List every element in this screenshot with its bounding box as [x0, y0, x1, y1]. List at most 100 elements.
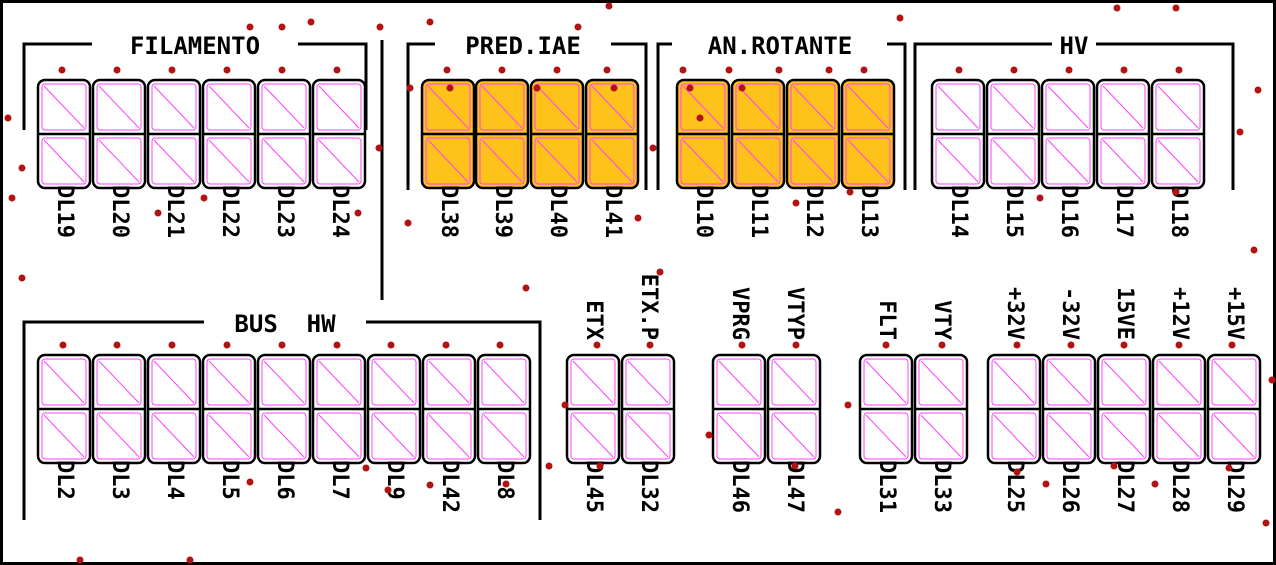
- led-dl16: DL16: [1040, 78, 1096, 238]
- noise-dot: [725, 66, 733, 74]
- led-lower-cell: [206, 137, 252, 185]
- noise-dot: [1065, 66, 1073, 74]
- led-upper-cell: [716, 358, 762, 406]
- led-lower-cell: [96, 137, 142, 185]
- noise-dot: [679, 66, 687, 74]
- signal-label-dl31-wrap: FLT: [874, 300, 899, 340]
- led-label-dl5: DL5: [217, 460, 242, 500]
- noise-dot: [553, 66, 561, 74]
- led-upper-cell: [479, 83, 525, 131]
- led-upper-cell: [625, 358, 671, 406]
- noise-dot: [443, 66, 451, 74]
- noise-dot: [1120, 66, 1128, 74]
- led-upper-cell: [1155, 83, 1201, 131]
- led-label-dl31: DL31: [874, 460, 899, 513]
- noise-dot: [376, 23, 384, 31]
- led-dl23: DL23: [256, 78, 312, 238]
- noise-dot: [426, 18, 434, 26]
- frame-hv: [913, 42, 1235, 190]
- led-dl38: DL38: [420, 78, 476, 238]
- led-upper-cell: [481, 358, 527, 406]
- noise-dot: [18, 274, 26, 282]
- led-upper-cell: [261, 358, 307, 406]
- led-label-dl8-wrap: DL8: [492, 460, 517, 500]
- led-upper-cell: [41, 358, 87, 406]
- noise-dot: [1175, 66, 1183, 74]
- noise-dot: [846, 188, 854, 196]
- noise-dot: [605, 2, 613, 10]
- led-dl7: DL7: [311, 353, 367, 500]
- led-label-dl38-wrap: DL38: [436, 185, 461, 238]
- led-lower-cell: [625, 412, 671, 460]
- led-upper-cell: [990, 83, 1036, 131]
- led-lower-cell: [570, 412, 616, 460]
- noise-dot: [333, 341, 341, 349]
- led-upper-cell: [425, 83, 471, 131]
- led-label-dl40-wrap: DL40: [545, 185, 570, 238]
- noise-dot: [168, 66, 176, 74]
- led-label-dl24-wrap: DL24: [327, 185, 352, 238]
- noise-dot: [1236, 128, 1244, 136]
- noise-dots: [4, 2, 1276, 564]
- noise-dot: [1151, 480, 1159, 488]
- led-dl31: DL31 FLT: [858, 300, 914, 513]
- led-lower-cell: [918, 412, 964, 460]
- led-label-dl10: DL10: [691, 185, 716, 238]
- noise-dot: [442, 341, 450, 349]
- led-lower-cell: [790, 137, 836, 185]
- led-label-dl7-wrap: DL7: [327, 460, 352, 500]
- led-upper-cell: [863, 358, 909, 406]
- led-upper-cell: [1046, 358, 1092, 406]
- led-label-dl32: DL32: [636, 460, 661, 513]
- noise-dot: [168, 341, 176, 349]
- signal-label-dl47-wrap: VTYP: [782, 287, 807, 340]
- led-label-dl9: DL9: [382, 460, 407, 500]
- led-dl17: DL17: [1095, 78, 1151, 238]
- led-upper-cell: [151, 358, 197, 406]
- led-lower-cell: [479, 137, 525, 185]
- led-lower-cell: [1156, 412, 1202, 460]
- led-dl13: DL13: [840, 78, 896, 238]
- noise-dot: [634, 214, 642, 222]
- led-label-dl11-wrap: DL11: [746, 185, 771, 238]
- led-dl15: DL15: [985, 78, 1041, 238]
- led-upper-cell: [96, 83, 142, 131]
- led-upper-cell: [935, 83, 981, 131]
- led-dl24: DL24: [311, 78, 367, 238]
- led-dl10: DL10: [675, 78, 731, 238]
- noise-dot: [246, 23, 254, 31]
- led-dl2: DL2: [36, 353, 92, 500]
- led-dl4: DL4: [146, 353, 202, 500]
- noise-dot: [186, 556, 194, 564]
- led-label-dl5-wrap: DL5: [217, 460, 242, 500]
- led-upper-cell: [589, 83, 635, 131]
- led-label-dl40: DL40: [545, 185, 570, 238]
- noise-dot: [825, 66, 833, 74]
- led-lower-cell: [41, 137, 87, 185]
- noise-dot: [522, 284, 530, 292]
- led-upper-cell: [41, 83, 87, 131]
- signal-label-dl46-wrap: VPRG: [727, 287, 752, 340]
- led-dl21: DL21: [146, 78, 202, 238]
- noise-dot: [4, 114, 12, 122]
- led-lower-cell: [481, 412, 527, 460]
- led-label-dl16: DL16: [1056, 185, 1081, 238]
- noise-dot: [496, 341, 504, 349]
- led-label-dl33: DL33: [929, 460, 954, 513]
- led-label-dl22: DL22: [217, 185, 242, 238]
- led-lower-cell: [261, 412, 307, 460]
- led-label-dl26: DL26: [1057, 460, 1082, 513]
- led-dl20: DL20: [91, 78, 147, 238]
- led-lower-cell: [425, 137, 471, 185]
- noise-dot: [18, 164, 26, 172]
- noise-dot: [656, 268, 664, 276]
- led-label-dl2: DL2: [52, 460, 77, 500]
- led-label-dl20: DL20: [107, 185, 132, 238]
- noise-dot: [200, 194, 208, 202]
- noise-dot: [362, 464, 370, 472]
- led-dl41: DL41: [584, 78, 640, 238]
- led-lower-cell: [534, 137, 580, 185]
- led-dl9: DL9: [366, 353, 422, 500]
